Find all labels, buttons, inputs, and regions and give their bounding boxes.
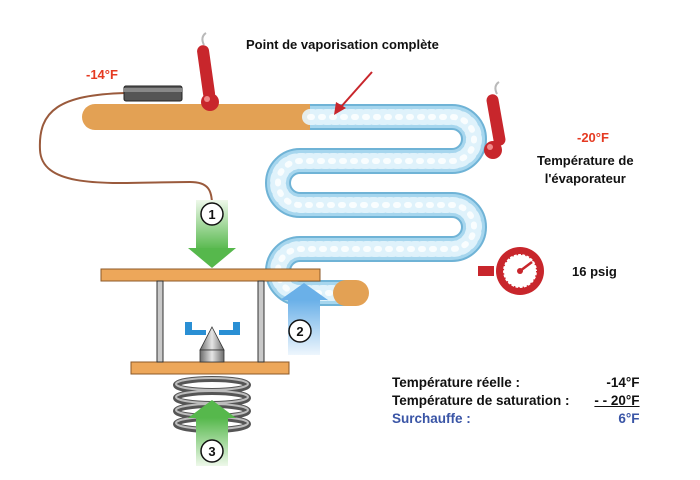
evaporator-label-line-2: l'évaporateur xyxy=(544,171,626,186)
saturation-temperature-row: Température de saturation : - - 20°F xyxy=(392,393,640,411)
step-number-2: 2 xyxy=(296,324,303,339)
actual-temperature-label: Température réelle : xyxy=(392,375,521,390)
vaporization-point-arrow-icon xyxy=(334,71,373,115)
actual-temperature-row: Température réelle : -14°F xyxy=(392,375,640,393)
actual-temperature-value: -14°F xyxy=(606,375,640,390)
pressure-label: 16 psig xyxy=(572,264,617,279)
superheat-row: Surchauffe : 6°F xyxy=(392,411,640,429)
superheat-label: Surchauffe : xyxy=(392,411,471,426)
bulb-temperature-label: -14°F xyxy=(86,67,118,82)
force-arrow-1-bulb-pressure: 1 xyxy=(188,200,236,268)
thermometer-suction-line-icon xyxy=(197,32,219,111)
evaporator-label-line-1: Température de xyxy=(537,153,634,168)
thermometer-evaporator-icon xyxy=(484,81,506,159)
evaporator-temperature-value: -20°F xyxy=(577,130,609,145)
vaporization-point-label: Point de vaporisation complète xyxy=(246,37,439,52)
force-arrow-3-spring-pressure: 3 xyxy=(188,400,236,466)
pressure-gauge-icon xyxy=(478,247,544,295)
saturation-temperature-label: Température de saturation : xyxy=(392,393,570,408)
evaporator-temperature-label: Température de l'évaporateur xyxy=(537,152,634,188)
capillary-tube xyxy=(38,92,213,206)
step-number-3: 3 xyxy=(208,444,215,459)
superheat-value: 6°F xyxy=(618,411,640,426)
superheat-calculation: Température réelle : -14°F Température d… xyxy=(392,375,640,429)
saturation-temperature-value: - - 20°F xyxy=(594,393,640,408)
step-number-1: 1 xyxy=(208,207,215,222)
force-arrow-2-evaporator-pressure: 2 xyxy=(280,283,328,355)
